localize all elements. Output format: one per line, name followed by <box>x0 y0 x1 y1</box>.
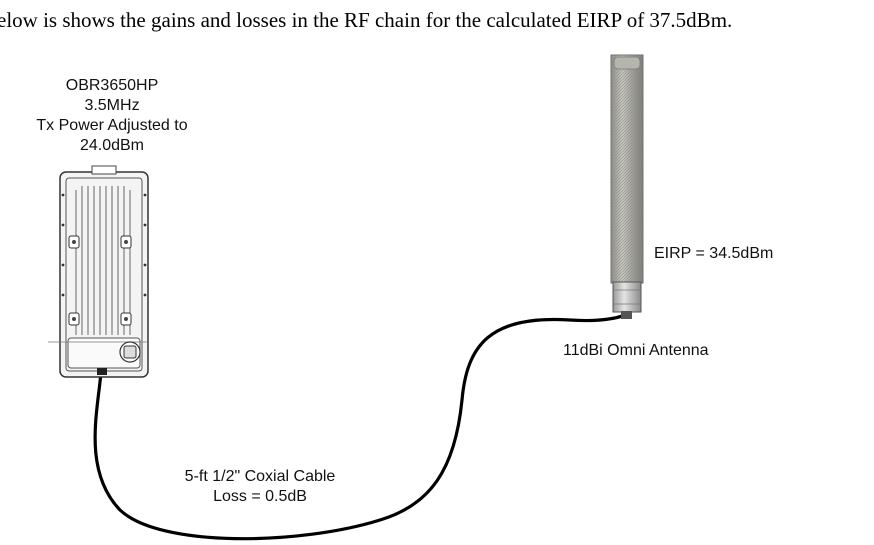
cable-spec-label: 5-ft 1/2" Coxial Cable Loss = 0.5dB <box>160 467 360 507</box>
omni-antenna-image <box>610 54 644 319</box>
radio-spec-label: OBR3650HP 3.5MHz Tx Power Adjusted to 24… <box>10 76 214 156</box>
radio-unit-image <box>48 165 149 378</box>
eirp-label: EIRP = 34.5dBm <box>654 245 774 262</box>
antenna-label: 11dBi Omni Antenna <box>563 342 709 359</box>
radio-tx-power-value: 24.0dBm <box>79 137 145 154</box>
cable-loss-text: Loss = 0.5dB <box>213 488 307 505</box>
radio-tx-power-caption: Tx Power Adjusted to <box>36 117 188 134</box>
radio-bandwidth-text: 3.5MHz <box>84 97 140 114</box>
cable-type-text: 5-ft 1/2" Coxial Cable <box>184 468 336 485</box>
radio-model-text: OBR3650HP <box>65 77 159 94</box>
caption-text: elow is shows the gains and losses in th… <box>0 8 733 32</box>
coax-cable <box>93 312 628 541</box>
